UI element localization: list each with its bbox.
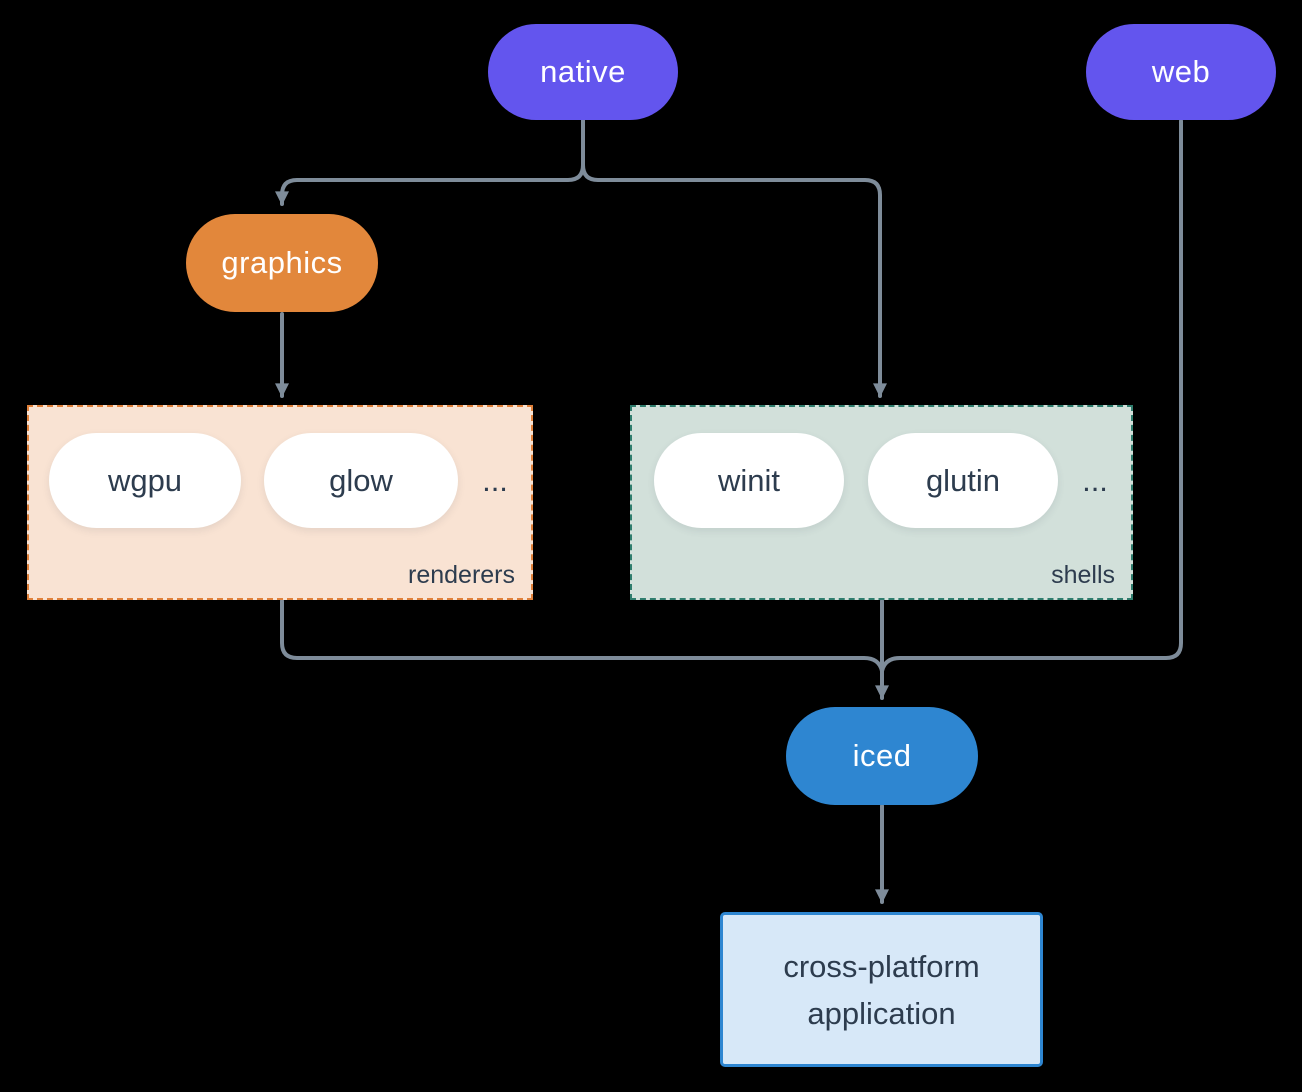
shells-group-label: shells	[1051, 561, 1115, 589]
node-glutin: glutin	[868, 433, 1058, 528]
shells-ellipsis: ...	[1082, 462, 1108, 498]
node-web-label: web	[1151, 54, 1211, 89]
node-application: cross-platform application	[720, 912, 1043, 1067]
edge-native-graphics	[275, 119, 585, 206]
node-native-label: native	[540, 54, 626, 89]
edge-renderers-iced	[280, 599, 884, 673]
node-winit-label: winit	[717, 462, 780, 498]
node-graphics-label: graphics	[221, 245, 343, 280]
node-web: web	[1086, 24, 1276, 120]
node-graphics: graphics	[186, 214, 378, 312]
group-renderers: wgpu glow ... renderers	[27, 405, 533, 600]
renderers-ellipsis: ...	[482, 462, 508, 498]
node-wgpu-label: wgpu	[107, 462, 183, 498]
node-glow-label: glow	[329, 462, 393, 498]
node-wgpu: wgpu	[49, 433, 241, 528]
node-glutin-label: glutin	[925, 462, 1001, 498]
node-application-label-line1: cross-platform	[783, 948, 980, 984]
group-shells: winit glutin ... shells	[630, 405, 1133, 600]
node-application-label-line2: application	[807, 995, 956, 1031]
node-glow: glow	[264, 433, 458, 528]
node-winit: winit	[654, 433, 844, 528]
node-native: native	[488, 24, 678, 120]
node-iced-label: iced	[852, 738, 912, 773]
node-iced: iced	[786, 707, 978, 805]
edge-native-shells	[581, 119, 887, 398]
renderers-group-label: renderers	[408, 561, 515, 589]
